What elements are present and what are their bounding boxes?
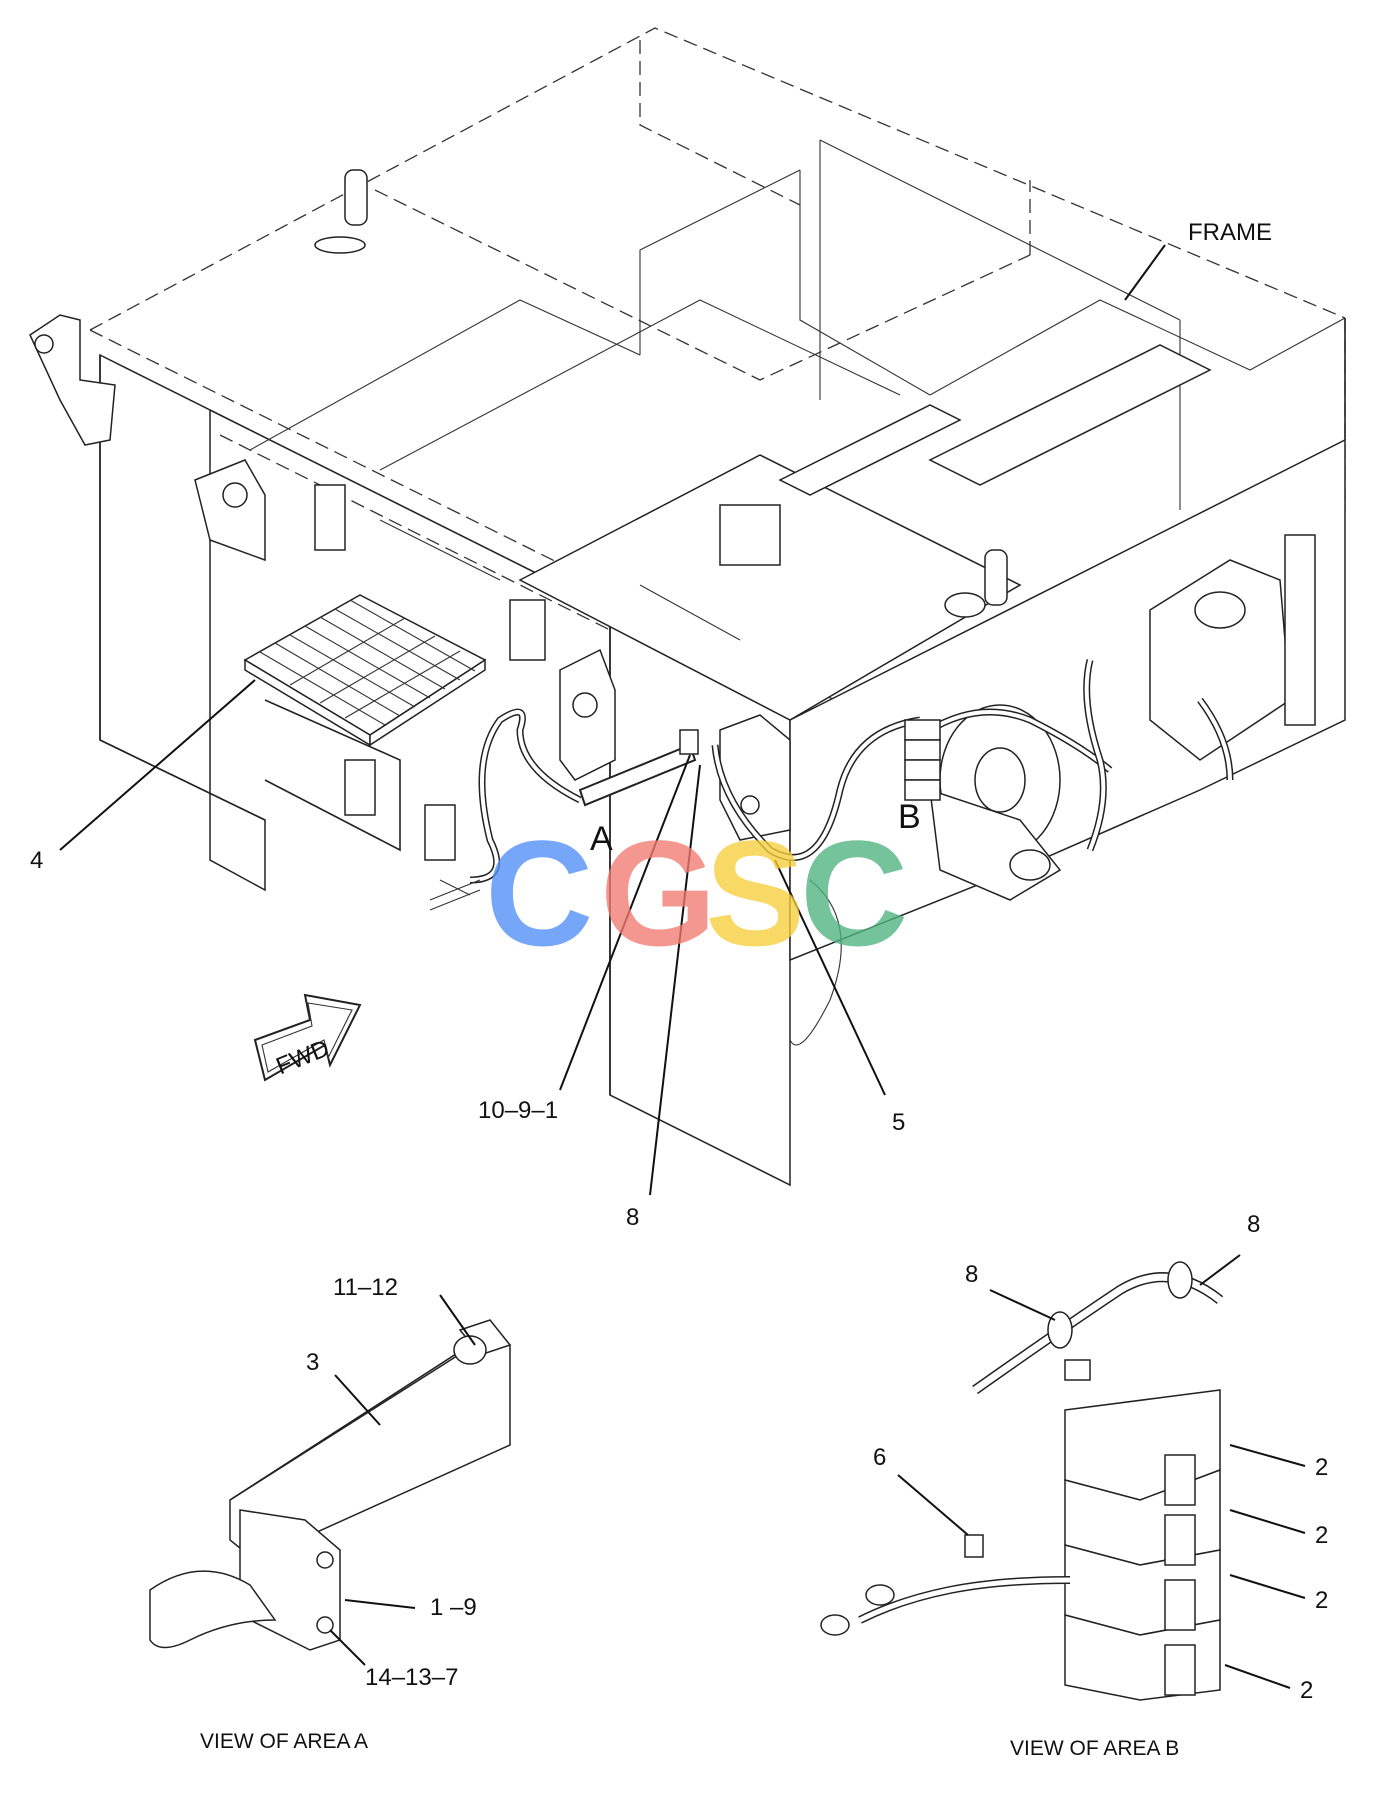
callout-2-a: 2 — [1315, 1454, 1328, 1481]
area-a-label: A — [590, 820, 613, 858]
watermark: C G S C — [485, 809, 908, 977]
callout-4: 4 — [30, 847, 43, 874]
watermark-letter-3: S — [705, 809, 805, 977]
callout-1-9: 1 –9 — [430, 1594, 477, 1621]
watermark-letter-2: G — [600, 809, 717, 977]
callout-5: 5 — [892, 1109, 905, 1136]
fwd-arrow: FWD — [253, 993, 362, 1082]
callout-2-b: 2 — [1315, 1522, 1328, 1549]
leader-lines-main — [559, 244, 1166, 1196]
watermark-letter-4: C — [800, 809, 908, 977]
callout-2-c: 2 — [1315, 1587, 1328, 1614]
view-area-a — [149, 1294, 512, 1666]
step-grating — [59, 594, 487, 851]
callout-3: 3 — [306, 1349, 319, 1376]
callout-6: 6 — [873, 1444, 886, 1471]
callout-14-13-7: 14–13–7 — [365, 1664, 458, 1691]
caption-view-a: VIEW OF AREA A — [200, 1730, 368, 1753]
frame-label: FRAME — [1188, 219, 1272, 246]
callout-11-12: 11–12 — [333, 1274, 398, 1301]
area-b-label: B — [898, 798, 921, 836]
watermark-letter-1: C — [485, 809, 593, 977]
frame-structure — [29, 139, 1346, 1187]
callout-8-view-b-top: 8 — [1247, 1211, 1260, 1238]
callout-10-9-1: 10–9–1 — [478, 1097, 558, 1124]
relay-stack — [1064, 1389, 1221, 1701]
wiring-harness — [429, 659, 1234, 911]
caption-view-b: VIEW OF AREA B — [1010, 1737, 1179, 1760]
callout-8-view-b-left: 8 — [965, 1261, 978, 1288]
callout-8-main: 8 — [626, 1204, 639, 1231]
callout-2-d: 2 — [1300, 1677, 1313, 1704]
view-area-b — [820, 1254, 1306, 1701]
